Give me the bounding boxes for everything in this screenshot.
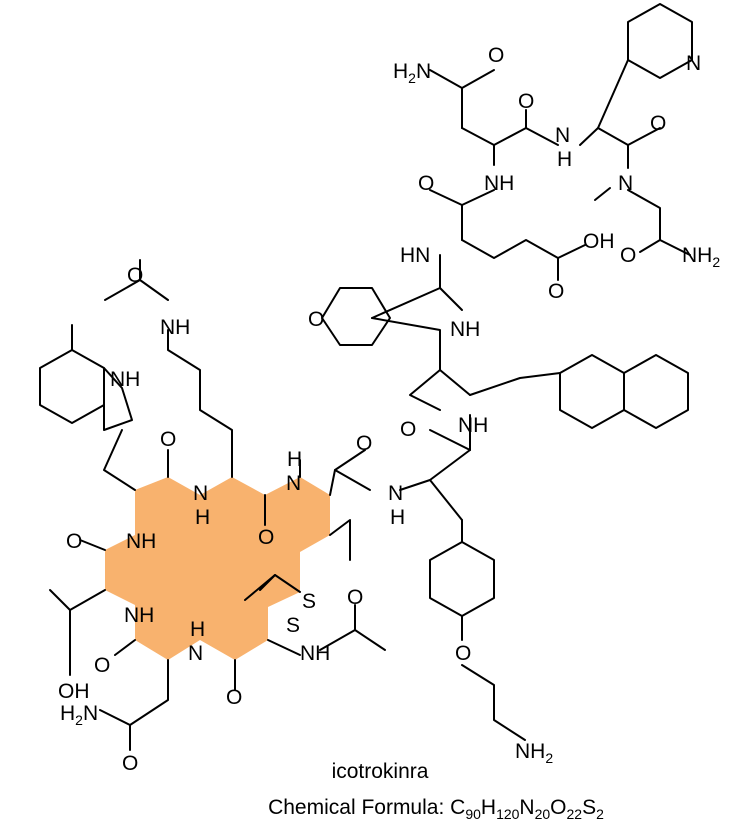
atom-nh: NH: [450, 318, 480, 341]
atom-o: O: [308, 308, 324, 331]
atom-o: O: [455, 642, 471, 665]
atom-n: N: [188, 642, 203, 665]
chemical-formula: Chemical Formula: C90H120N20O22S2: [268, 796, 604, 822]
atom-o: O: [226, 686, 242, 709]
naphthalene-ring-a: [559, 354, 625, 429]
atom-o: O: [127, 264, 143, 287]
atom-hn: HN: [400, 244, 430, 267]
bonds: [49, 59, 691, 751]
atom-n: N: [286, 472, 301, 495]
atom-o: O: [160, 428, 176, 451]
amine-label: H2N: [60, 702, 98, 728]
atom-nh: NH: [458, 414, 488, 437]
atom-o: O: [258, 526, 274, 549]
atom-h: H: [195, 506, 210, 529]
atom-o: O: [400, 418, 416, 441]
pyridine-ring: [627, 3, 693, 79]
atom-labels: H2N O N O N H O O NH N HN OH O NH2 O O N…: [58, 44, 720, 775]
atom-o: O: [356, 432, 372, 455]
atom-o: O: [620, 244, 636, 267]
amine-label: NH2: [682, 244, 720, 270]
amine-label: H2N: [393, 60, 431, 86]
molecule-name: icotrokinra: [332, 760, 429, 783]
oxane-ring: [321, 287, 391, 346]
atom-o: O: [66, 530, 82, 553]
amine-label: NH2: [515, 740, 553, 766]
atom-o: O: [518, 90, 534, 113]
atom-o: O: [347, 586, 363, 609]
atom-n: N: [193, 482, 208, 505]
atom-n: N: [555, 124, 570, 147]
atom-n: N: [388, 482, 403, 505]
atom-s: S: [302, 590, 316, 613]
atom-h: H: [557, 148, 572, 171]
atom-oh: OH: [583, 230, 615, 253]
indole-pyrrole-ring: [103, 367, 133, 431]
indole-benzene-ring: [39, 349, 105, 424]
atom-h: H: [287, 448, 302, 471]
atom-h: H: [390, 506, 405, 529]
atom-s: S: [286, 614, 300, 637]
atom-n: N: [618, 172, 633, 195]
atom-o: O: [418, 172, 434, 195]
naphthalene-ring-b: [623, 354, 689, 429]
atom-n: N: [686, 52, 701, 75]
atom-nh: NH: [126, 530, 156, 553]
atom-o: O: [548, 280, 564, 303]
atom-o: O: [488, 44, 504, 67]
atom-h: H: [190, 618, 205, 641]
atom-nh: NH: [160, 316, 190, 339]
benzene-ring: [429, 541, 495, 617]
atom-o: O: [122, 752, 138, 775]
atom-o: O: [94, 654, 110, 677]
atom-nh: NH: [110, 368, 140, 391]
atom-nh: NH: [484, 172, 514, 195]
atom-oh: OH: [58, 680, 90, 703]
atom-nh: NH: [300, 642, 330, 665]
atom-nh: NH: [124, 604, 154, 627]
atom-o: O: [650, 112, 666, 135]
macrocycle-fill: [105, 477, 330, 660]
